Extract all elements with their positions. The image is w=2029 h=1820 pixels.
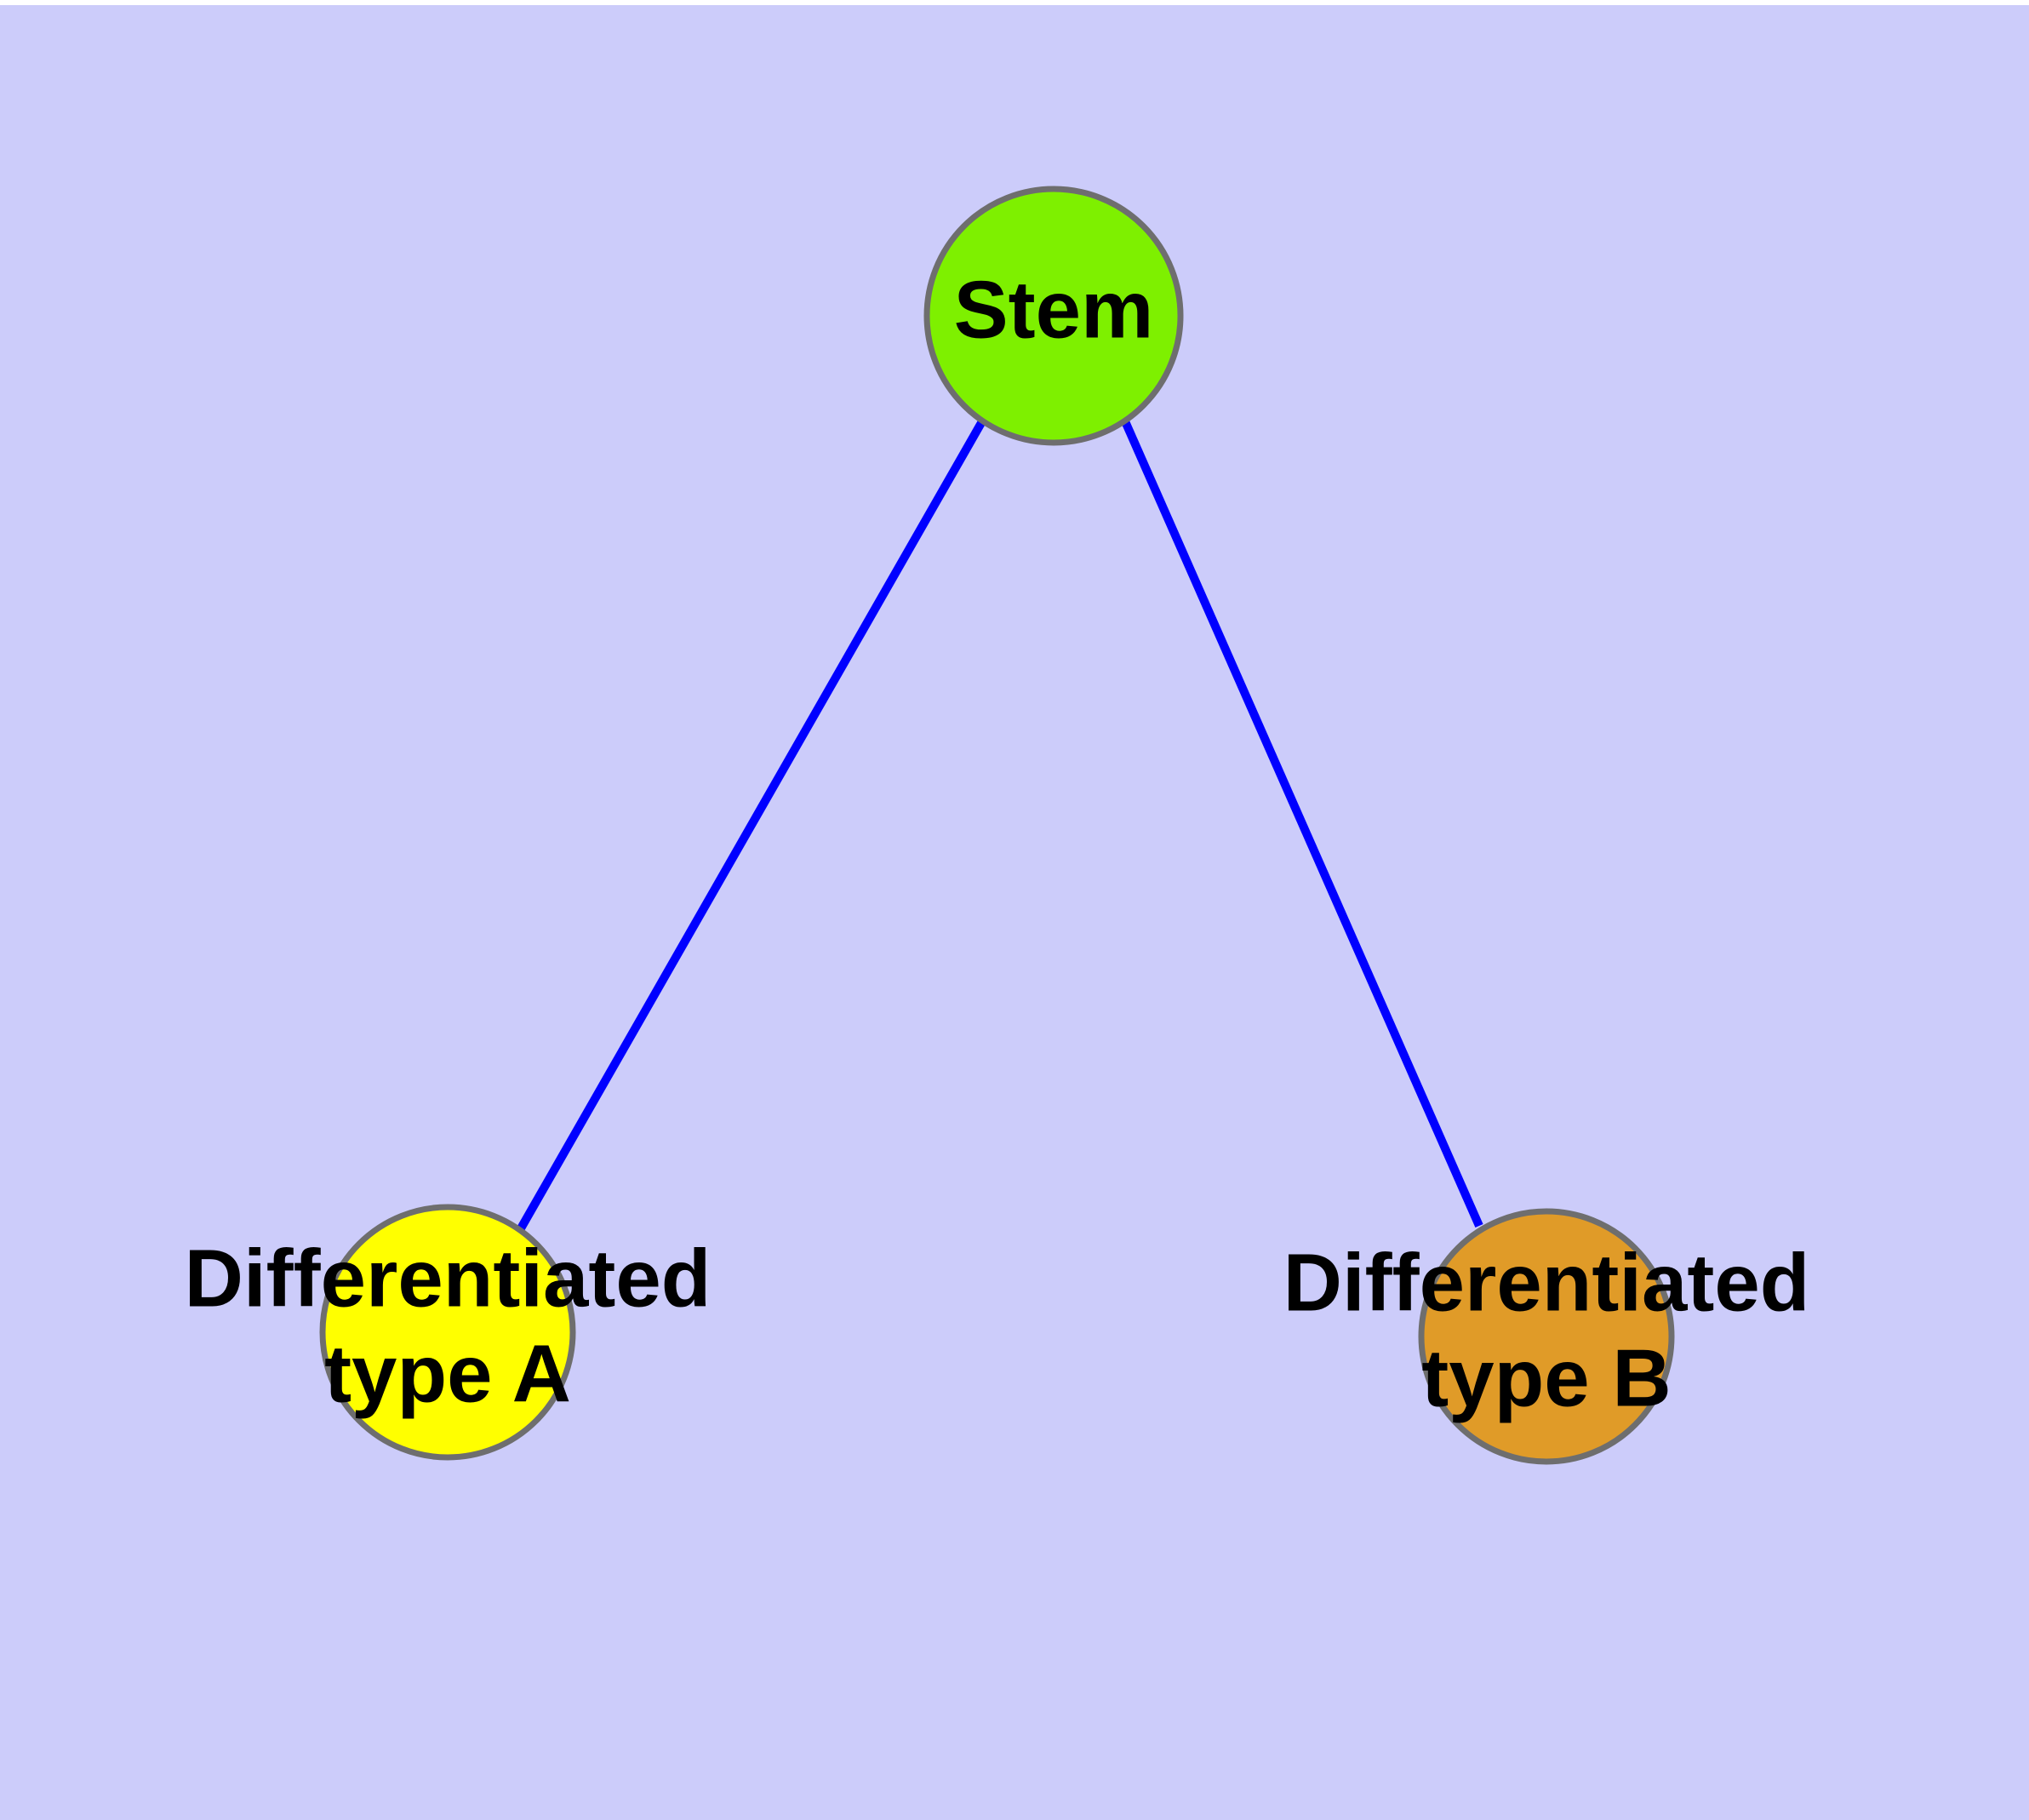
node-circle-stem[interactable] [923,186,1184,446]
edges-layer [517,419,1483,1231]
node-label-stem-line-1: Stem [954,264,1154,355]
node-circle-diff_b[interactable] [1418,1208,1675,1465]
node-label-diff_a-line-1: Differentiated [185,1233,712,1324]
node-stem[interactable]: Stem [923,186,1184,446]
node-label-diff_a-line-2: type A [324,1328,571,1419]
node-circle-diff_a[interactable] [319,1204,576,1461]
edge-stem-to-diff_a[interactable] [517,419,986,1231]
node-label-diff_b-line-2: type B [1421,1332,1671,1423]
node-label-diff_b-line-1: Differentiated [1283,1237,1810,1328]
edge-stem-to-diff_b[interactable] [1121,419,1483,1228]
